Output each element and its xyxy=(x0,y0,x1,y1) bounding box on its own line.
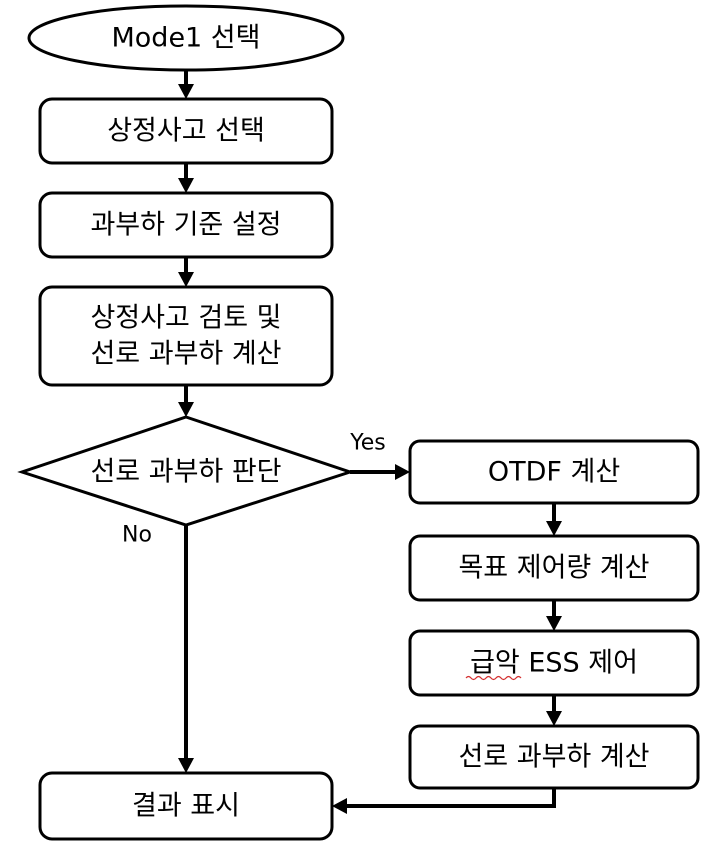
edge-decision-yes: Yes xyxy=(349,431,410,480)
edge-criteria-to-review xyxy=(178,257,194,287)
review-node: 상정사고 검토 및 선로 과부하 계산 xyxy=(38,285,334,387)
target-control-node: 목표 제어량 계산 xyxy=(408,534,700,602)
review-label-line1: 상정사고 검토 및 xyxy=(90,303,281,334)
recalc-label: 선로 과부하 계산 xyxy=(458,742,649,773)
target-control-label: 목표 제어량 계산 xyxy=(458,553,649,584)
edge-recalc-to-result xyxy=(332,788,556,814)
start-node: Mode1 선택 xyxy=(27,4,345,72)
result-label: 결과 표시 xyxy=(132,791,240,822)
decision-node: 선로 과부하 판단 xyxy=(17,415,355,527)
set-criteria-label: 과부하 기준 설정 xyxy=(90,210,281,241)
select-contingency-label: 상정사고 선택 xyxy=(107,116,265,147)
edge-review-to-decision xyxy=(178,385,194,417)
result-box xyxy=(38,771,334,841)
edge-decision-no: No xyxy=(122,523,194,773)
edge-ess-to-recalc xyxy=(546,695,562,726)
result-node: 결과 표시 xyxy=(38,771,334,841)
edge-select-to-criteria xyxy=(178,163,194,193)
set-criteria-node: 과부하 기준 설정 xyxy=(38,191,334,259)
review-label-line2: 선로 과부하 계산 xyxy=(90,339,281,370)
recalc-node: 선로 과부하 계산 xyxy=(408,724,700,790)
select-contingency-node: 상정사고 선택 xyxy=(38,97,334,165)
no-label: No xyxy=(122,523,152,548)
otdf-node: OTDF 계산 xyxy=(408,439,700,505)
edge-target-to-ess xyxy=(546,600,562,631)
ess-control-label: 급악 ESS 제어 xyxy=(470,648,638,679)
edge-otdf-to-target xyxy=(546,503,562,536)
decision-label: 선로 과부하 판단 xyxy=(90,457,281,488)
edge-start-to-select xyxy=(178,70,194,99)
otdf-label: OTDF 계산 xyxy=(488,457,620,488)
spellcheck-underline xyxy=(465,675,522,681)
ess-control-node: 급악 ESS 제어 xyxy=(408,629,700,697)
yes-label: Yes xyxy=(349,431,386,456)
start-label: Mode1 선택 xyxy=(111,23,260,54)
